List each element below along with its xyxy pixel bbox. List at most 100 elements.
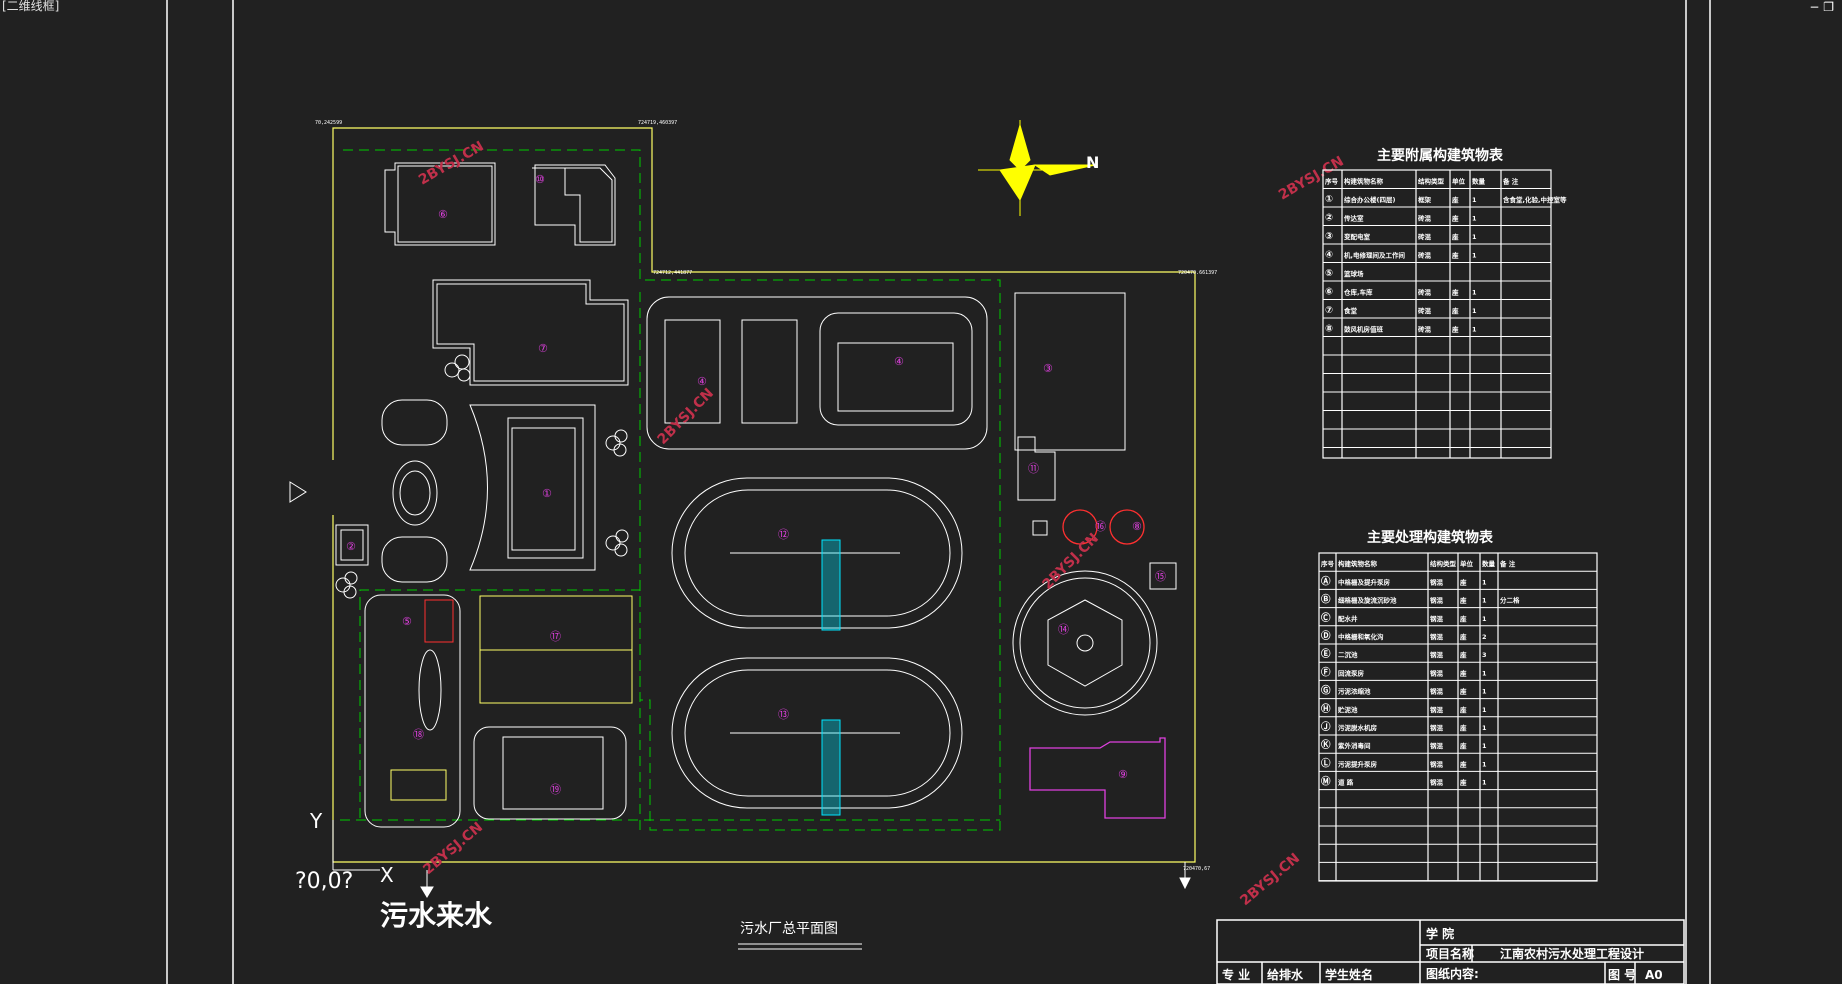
label-office: ①: [542, 487, 552, 500]
table-cell: 砖混: [1418, 214, 1432, 223]
label-grit: ⑱: [413, 728, 424, 741]
table-cell: 座: [1459, 741, 1467, 750]
coord-top-mid: 724719,460397: [638, 120, 677, 126]
table-cell: Ⓚ: [1321, 739, 1331, 751]
tb-major-label: 专 业: [1222, 967, 1250, 982]
table-cell: 1: [1472, 252, 1477, 260]
table-cell: Ⓛ: [1321, 757, 1331, 769]
sludge-tank: [479, 595, 633, 704]
table-cell: 配水井: [1338, 614, 1358, 623]
label-ditch-1: ⑫: [778, 528, 789, 541]
fine-screen-grit: [364, 594, 461, 828]
table-cell: Ⓙ: [1321, 721, 1331, 733]
table-cell: 钢混: [1430, 650, 1444, 659]
outlet-arrow-icon: [1179, 862, 1191, 890]
restore-icon[interactable]: ❐: [1823, 0, 1834, 14]
building-office: [381, 399, 596, 583]
tb-project-label: 项目名称: [1426, 946, 1474, 961]
tb-project-value: 江南农村污水处理工程设计: [1500, 946, 1644, 961]
axis-y-label: Y: [309, 809, 323, 833]
table-cell: ⑥: [1325, 287, 1333, 298]
tb-major-value: 给排水: [1267, 967, 1304, 982]
table-cell: 砖混: [1418, 251, 1432, 260]
label-pump-2: ⑧: [1132, 520, 1142, 533]
table-cell: 1: [1472, 196, 1477, 204]
table-cell: 二沉池: [1338, 650, 1358, 659]
oxidation-ditch-2: [671, 657, 963, 816]
table-cell: 污泥浓缩池: [1338, 687, 1371, 696]
table-cell: 篮球场: [1343, 269, 1364, 278]
table-cell: 污泥提升泵房: [1338, 759, 1378, 768]
table-cell: 1: [1482, 615, 1487, 623]
table-cell: 座: [1451, 251, 1459, 260]
tb-content-label: 图纸内容:: [1426, 966, 1479, 981]
table-header-cell: 单位: [1452, 177, 1466, 186]
table-cell: 砖混: [1418, 325, 1432, 334]
table-cell: 钢混: [1430, 632, 1444, 641]
table-cell: 座: [1459, 614, 1467, 623]
title-block: [1216, 919, 1685, 984]
label-court: ④: [697, 375, 707, 388]
table-cell: 道 路: [1338, 778, 1354, 787]
inlet-label: 污水来水: [380, 899, 493, 932]
minimize-icon[interactable]: −: [1809, 0, 1820, 14]
table-cell: 钢混: [1430, 596, 1444, 605]
watermark-5: 2BYSJ.CN: [420, 819, 486, 878]
window-controls[interactable]: − ❐: [1809, 0, 1834, 14]
table-cell: 座: [1459, 687, 1467, 696]
building-canteen: [432, 279, 629, 386]
table-header-cell: 结构类型: [1418, 177, 1445, 186]
pump-house: [473, 726, 627, 820]
table-cell: 仓库,车库: [1343, 288, 1373, 297]
table-cell: 座: [1459, 596, 1467, 605]
table-cell: 含食堂,化验,中控室等: [1503, 195, 1567, 204]
tree-cluster-icon: [335, 354, 629, 599]
table-cell: 座: [1451, 325, 1459, 334]
table-cell: 细格栅及旋流沉砂池: [1338, 596, 1397, 605]
table-cell: 分二格: [1500, 596, 1520, 605]
label-clarifier: ⑭: [1058, 623, 1069, 636]
uv-disinfection: [1029, 737, 1166, 819]
table-cell: 座: [1451, 288, 1459, 297]
table-cell: 1: [1482, 597, 1487, 605]
table-cell: Ⓓ: [1321, 630, 1331, 642]
coord-mid-top: 724712,441877: [653, 270, 692, 276]
table-cell: 座: [1459, 577, 1467, 586]
origin-label: ?0,0?: [295, 869, 353, 894]
inlet-arrow-icon: [289, 481, 307, 503]
table-cell: 1: [1482, 742, 1487, 750]
table-cell: Ⓗ: [1321, 703, 1331, 715]
table-cell: 座: [1451, 195, 1459, 204]
table-cell: 钢混: [1430, 778, 1444, 787]
label-canteen: ⑦: [538, 342, 548, 355]
north-label: N: [1086, 153, 1099, 172]
table-cell: 中格栅及提升泵房: [1338, 577, 1391, 586]
coord-right-bottom: 720470,67: [1183, 866, 1210, 872]
drawing-title: 污水厂总平面图: [740, 921, 838, 937]
table-cell: 砖混: [1418, 306, 1432, 315]
table-cell: Ⓜ: [1321, 776, 1331, 788]
viewport-label[interactable]: [二维线框]: [2, 0, 60, 13]
table-cell: 砖混: [1418, 288, 1432, 297]
table-cell: 1: [1482, 724, 1487, 732]
building-guardhouse: [532, 164, 616, 246]
table-cell: 食堂: [1343, 306, 1358, 315]
table-cell: 钢混: [1430, 759, 1444, 768]
table-cell: 2: [1482, 633, 1487, 641]
table-cell: 框架: [1418, 195, 1432, 204]
inlet-pipe-arrow-icon: [420, 870, 434, 898]
table-cell: ④: [1325, 250, 1333, 261]
label-blower: ③: [1043, 362, 1053, 375]
label-guardhouse: ⑩: [535, 173, 545, 186]
building-blower: [1014, 292, 1126, 501]
secondary-clarifier: [1012, 570, 1158, 716]
table-cell: 座: [1459, 759, 1467, 768]
table-cell: 1: [1482, 779, 1487, 787]
ucs-icon: [332, 820, 380, 871]
coord-top-left: 70,242599: [315, 120, 342, 126]
table-header-cell: 数量: [1482, 559, 1496, 568]
table-cell: Ⓒ: [1321, 612, 1331, 624]
